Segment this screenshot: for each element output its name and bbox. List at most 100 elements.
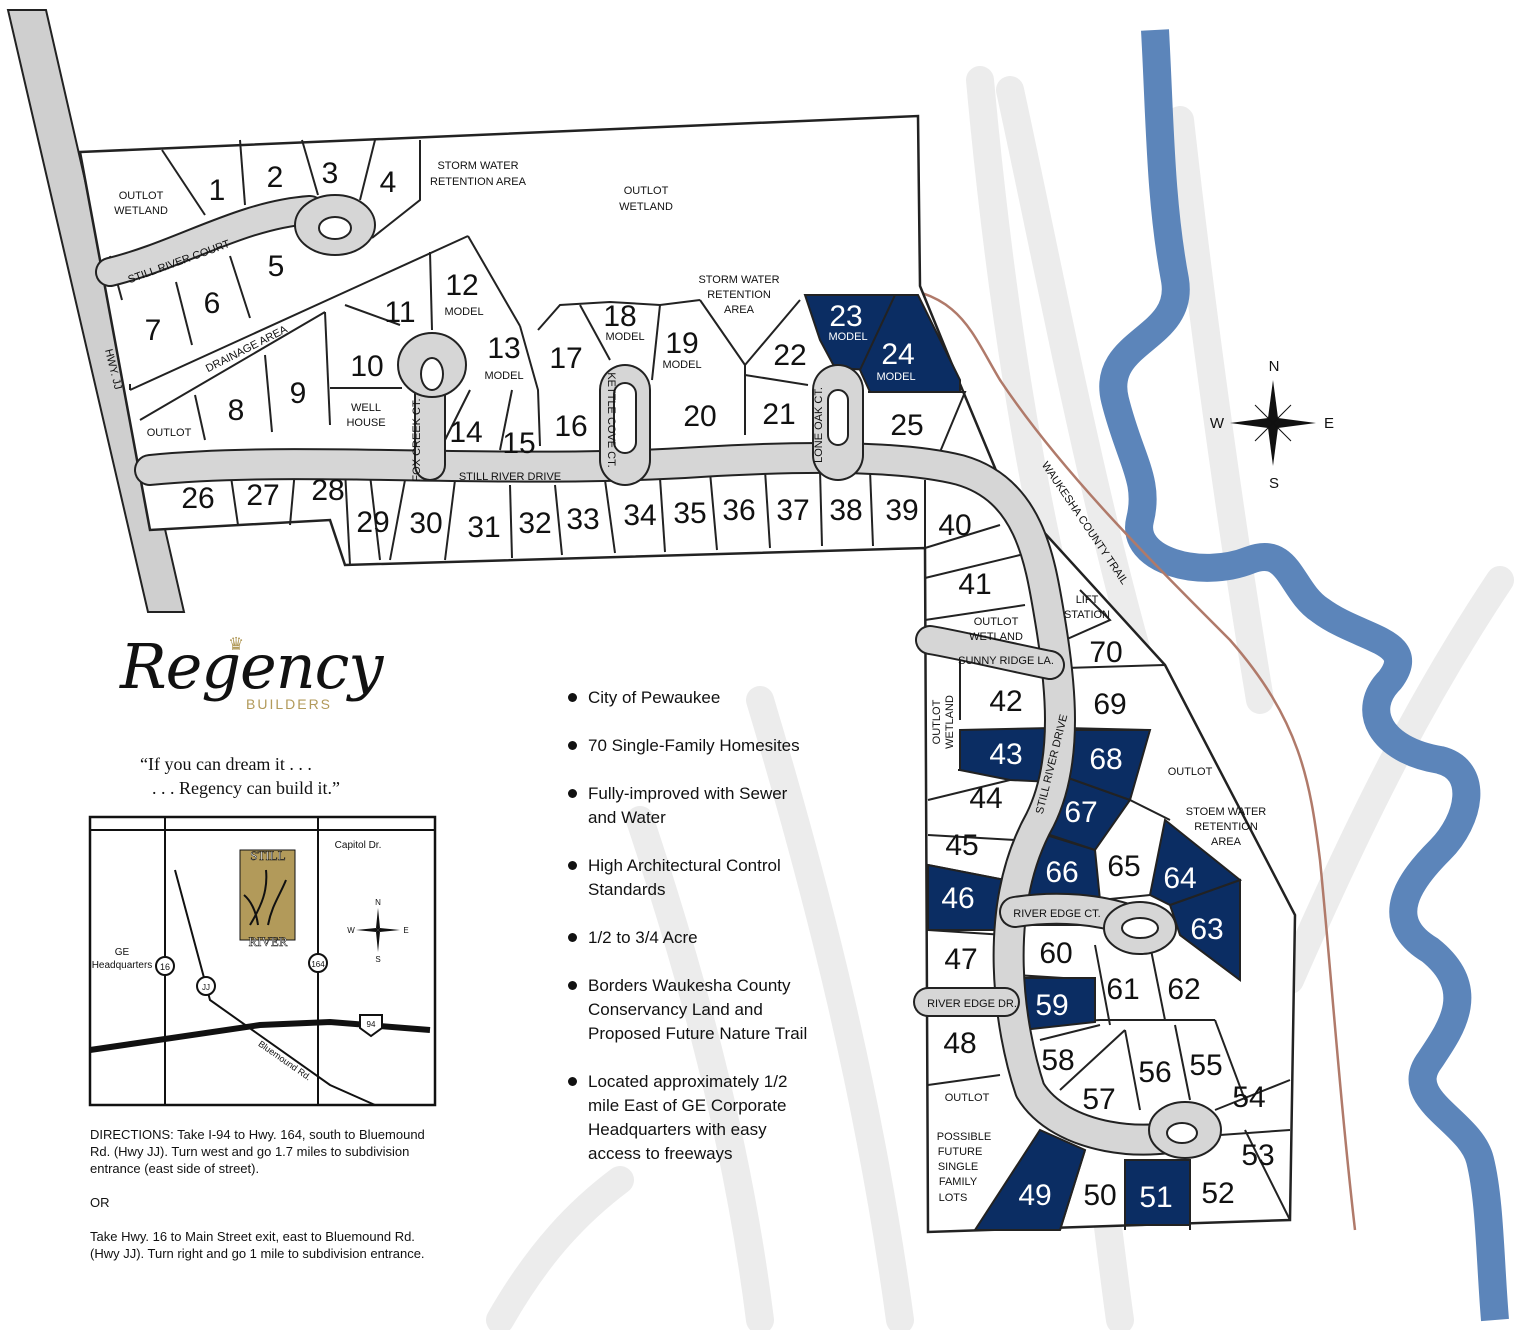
lot-label: 42 xyxy=(989,685,1022,718)
lot-label: 20 xyxy=(683,400,716,433)
lot-label: 60 xyxy=(1039,937,1072,970)
feature-item: Borders Waukesha County Conservancy Land… xyxy=(568,974,808,1046)
storm-water-label: AREA xyxy=(724,304,755,316)
lot-label: 45 xyxy=(945,829,978,862)
lot-label: 59 xyxy=(1035,989,1068,1022)
lot-label: 61 xyxy=(1106,973,1139,1006)
lot-label: 43 xyxy=(989,738,1022,771)
lot-label: 21 xyxy=(762,398,795,431)
lot-label: 39 xyxy=(885,494,918,527)
future-lots-label: FUTURE xyxy=(938,1146,983,1158)
shield-16: 16 xyxy=(160,962,170,972)
lot-label: 7 xyxy=(145,314,162,347)
lot-label: 29 xyxy=(356,506,389,539)
lot-label: 10 xyxy=(350,350,383,383)
lot-label: 23 xyxy=(829,300,862,333)
lone-oak-label: LONE OAK CT. xyxy=(813,387,825,463)
lot-51-fill[interactable] xyxy=(1124,1159,1191,1226)
outlot-wetland-label: WETLAND xyxy=(944,695,956,749)
lot-label: 66 xyxy=(1045,856,1078,889)
directions: DIRECTIONS: Take I-94 to Hwy. 164, south… xyxy=(90,1126,430,1279)
feature-list: City of Pewaukee 70 Single-Family Homesi… xyxy=(568,686,808,1190)
slogan-line-2: . . . Regency can build it.” xyxy=(152,778,340,798)
lot-label: 38 xyxy=(829,494,862,527)
lot-label: 19 xyxy=(665,327,698,360)
lot-label: 3 xyxy=(322,157,339,190)
outlot-wetland-label: WETLAND xyxy=(114,205,168,217)
regency-logo: ♛ Regency BUILDERS xyxy=(100,630,410,720)
lot-labels: 1 2 3 4 5 6 7 8 9 10 11 12 MODEL 13 MODE… xyxy=(145,157,1275,1214)
lot-label: 25 xyxy=(890,409,923,442)
storm-water-label: RETENTION xyxy=(707,289,771,301)
lot-label: 31 xyxy=(467,511,500,544)
locator-logo-bottom: RIVER xyxy=(249,934,288,949)
lot-label: 8 xyxy=(228,394,245,427)
lot-43-fill[interactable] xyxy=(959,726,1053,784)
kettle-cove-label: KETTLE COVE CT. xyxy=(605,372,617,467)
lot-label: 18 xyxy=(603,300,636,333)
lot-label: 26 xyxy=(181,482,214,515)
still-river-drive-label: STILL RIVER DRIVE xyxy=(459,471,561,483)
feature-item: 1/2 to 3/4 Acre xyxy=(568,926,808,950)
lot-label: 40 xyxy=(938,509,971,542)
lot-label: 24 xyxy=(881,338,914,371)
lot-sub-label: MODEL xyxy=(828,331,867,343)
lot-label: 53 xyxy=(1241,1139,1274,1172)
shield-164: 164 xyxy=(311,960,325,969)
future-lots-label: SINGLE xyxy=(938,1161,978,1173)
logo-sub: BUILDERS xyxy=(246,696,333,712)
lot-label: 1 xyxy=(209,174,226,207)
lot-64-fill[interactable] xyxy=(1148,818,1243,907)
feature-item: 70 Single-Family Homesites xyxy=(568,734,808,758)
lot-label: 2 xyxy=(267,161,284,194)
lot-label: 15 xyxy=(502,427,535,460)
future-lots-label: POSSIBLE xyxy=(937,1131,991,1143)
slogan-line-1: “If you can dream it . . . xyxy=(140,754,312,774)
lot-label: 34 xyxy=(623,499,656,532)
fox-creek-label: FOX CREEK CT. xyxy=(411,398,423,481)
lot-label: 65 xyxy=(1107,850,1140,883)
lot-label: 30 xyxy=(409,507,442,540)
lot-label: 4 xyxy=(380,166,397,199)
logo-name: Regency xyxy=(120,630,383,703)
lot-label: 28 xyxy=(311,474,344,507)
locator-compass-n: N xyxy=(375,898,381,907)
directions-text: DIRECTIONS: Take I-94 to Hwy. 164, south… xyxy=(90,1127,425,1176)
lot-label: 63 xyxy=(1190,913,1223,946)
lot-label: 35 xyxy=(673,497,706,530)
storm-water-label: AREA xyxy=(1211,836,1242,848)
locator-logo-top: STILL xyxy=(250,848,285,863)
lot-label: 16 xyxy=(554,410,587,443)
storm-water-label: RETENTION AREA xyxy=(430,176,527,188)
lot-24-fill[interactable] xyxy=(858,294,961,393)
lot-label: 49 xyxy=(1018,1179,1051,1212)
outlot-wetland-label: OUTLOT xyxy=(119,190,164,202)
lot-label: 13 xyxy=(487,332,520,365)
lot-label: 55 xyxy=(1189,1049,1222,1082)
directions-text: Take Hwy. 16 to Main Street exit, east t… xyxy=(90,1229,425,1261)
lot-label: 14 xyxy=(449,416,482,449)
locator-map: STILL RIVER Capitol Dr. GE Headquarters … xyxy=(88,815,437,1107)
well-house-label: HOUSE xyxy=(346,417,385,429)
lot-label: 52 xyxy=(1201,1177,1234,1210)
lot-label: 58 xyxy=(1041,1044,1074,1077)
lot-label: 27 xyxy=(246,479,279,512)
lot-label: 6 xyxy=(204,287,221,320)
ge-label: Headquarters xyxy=(92,960,153,971)
lot-sub-label: MODEL xyxy=(662,359,701,371)
lot-label: 11 xyxy=(384,296,415,329)
locator-compass-s: S xyxy=(375,955,380,964)
compass-e: E xyxy=(1324,415,1334,432)
lot-label: 46 xyxy=(941,882,974,915)
lot-label: 41 xyxy=(958,568,991,601)
lot-label: 5 xyxy=(268,250,285,283)
lot-label: 48 xyxy=(943,1027,976,1060)
outlot-wetland-label: OUTLOT xyxy=(931,699,943,744)
lot-label: 36 xyxy=(722,494,755,527)
lot-label: 56 xyxy=(1138,1056,1171,1089)
lot-49-fill[interactable] xyxy=(973,1128,1087,1231)
storm-water-label: STORM WATER xyxy=(698,274,779,286)
well-house-label: WELL xyxy=(351,402,381,414)
compass-w: W xyxy=(1210,415,1225,432)
storm-water-label: STOEM WATER xyxy=(1186,806,1267,818)
